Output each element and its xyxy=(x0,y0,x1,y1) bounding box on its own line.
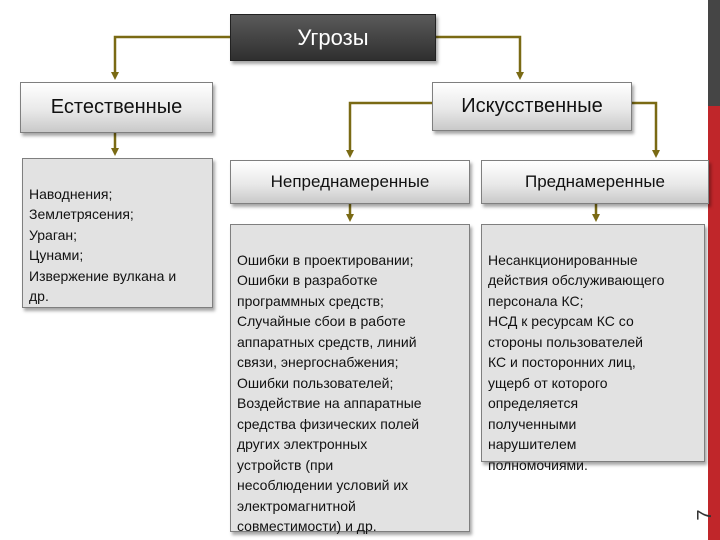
list-natural: Наводнения; Землетрясения; Ураган; Цунам… xyxy=(22,158,213,308)
node-artificial-label: Искусственные xyxy=(461,95,603,117)
list-intentional-text: Несанкционированные действия обслуживающ… xyxy=(488,251,665,473)
node-unintentional: Непреднамеренные xyxy=(230,160,470,204)
node-natural-label: Естественные xyxy=(50,96,183,118)
node-unintentional-label: Непреднамеренные xyxy=(270,172,430,191)
node-natural: Естественные xyxy=(20,82,213,133)
connector-artificial-unintentional xyxy=(346,101,432,158)
connector-root-natural xyxy=(111,35,230,80)
list-unintentional: Ошибки в проектировании; Ошибки в разраб… xyxy=(230,224,470,535)
connector-root-artificial xyxy=(436,35,524,80)
list-intentional: Несанкционированные действия обслуживающ… xyxy=(481,224,705,473)
list-natural-text: Наводнения; Землетрясения; Ураган; Цунам… xyxy=(29,185,177,305)
node-intentional: Преднамеренные xyxy=(481,160,709,204)
connector-artificial-intentional xyxy=(632,101,660,158)
sidebar-red-strip xyxy=(708,106,720,540)
root-node-label: Угрозы xyxy=(297,24,369,50)
node-intentional-label: Преднамеренные xyxy=(524,172,666,191)
root-node-threats: Угрозы xyxy=(230,14,436,61)
node-artificial: Искусственные xyxy=(432,82,632,131)
list-unintentional-text: Ошибки в проектировании; Ошибки в разраб… xyxy=(237,251,422,535)
sidebar-dark-strip xyxy=(708,0,720,106)
